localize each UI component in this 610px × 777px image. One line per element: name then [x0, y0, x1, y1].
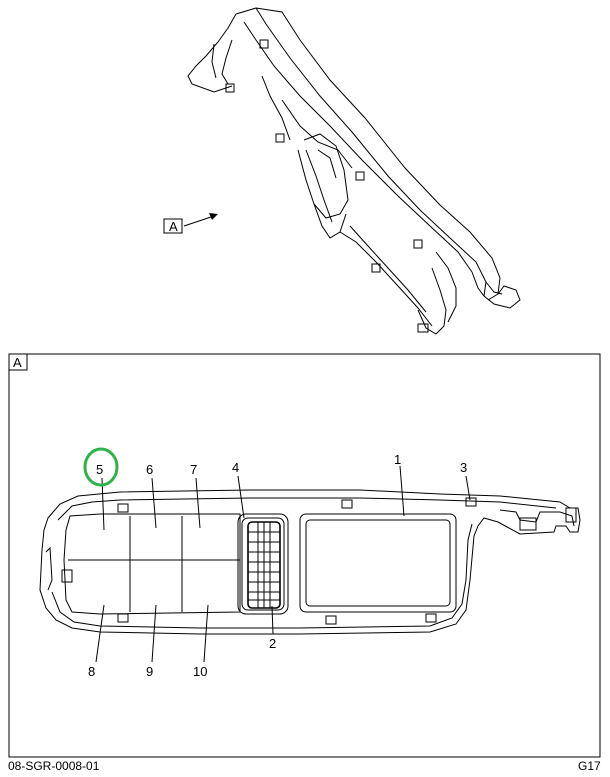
callout-1: 1 — [394, 452, 401, 467]
callout-10: 10 — [193, 664, 207, 679]
detail-frame: A — [8, 353, 601, 758]
view-label-top: A — [169, 219, 178, 234]
callout-3: 3 — [460, 460, 467, 475]
callout-4: 4 — [232, 460, 239, 475]
view-arrow-a: A — [163, 213, 218, 234]
panel-drawing — [39, 489, 581, 635]
detail-label: A — [13, 355, 22, 370]
perspective-view — [187, 7, 521, 335]
callout-5-highlight — [83, 447, 119, 487]
callout-5: 5 — [96, 462, 103, 477]
callout-2: 2 — [269, 636, 276, 651]
callout-9: 9 — [146, 664, 153, 679]
leader-lines — [95, 465, 471, 663]
callout-8: 8 — [88, 664, 95, 679]
callout-labels: 1 3 4 5 6 7 2 8 9 10 — [88, 452, 467, 679]
drawing-id: 08-SGR-0008-01 — [8, 759, 100, 773]
sheet-code: G17 — [578, 759, 601, 773]
callout-6: 6 — [146, 462, 153, 477]
callout-7: 7 — [190, 462, 197, 477]
